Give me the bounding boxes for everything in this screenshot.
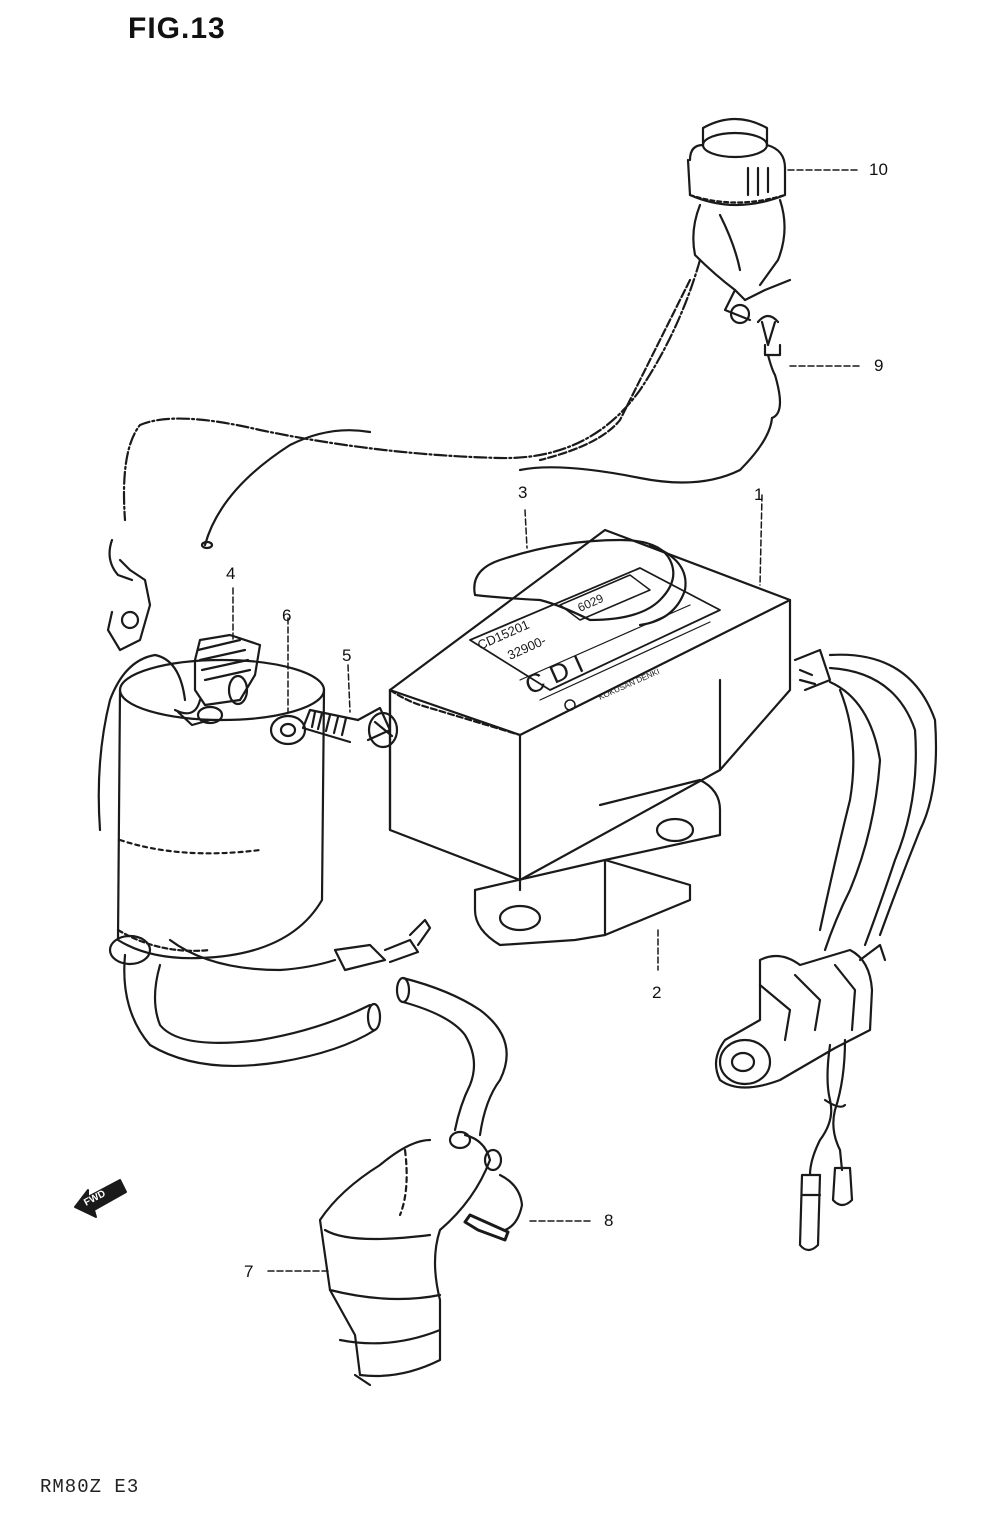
washer-icon bbox=[269, 714, 307, 746]
coil-lead-wire bbox=[168, 938, 337, 972]
kill-switch-icon bbox=[686, 118, 792, 325]
ring-terminal-icon bbox=[106, 538, 152, 652]
callout-leaders bbox=[232, 169, 861, 1272]
cdi-label-small: KOKUSAN DENKI bbox=[597, 667, 661, 702]
callout-10: 10 bbox=[869, 160, 888, 179]
callout-2: 2 bbox=[652, 983, 662, 1002]
mounting-bracket-icon bbox=[473, 778, 722, 947]
fwd-arrow-icon bbox=[74, 1179, 127, 1218]
ignition-coil-icon bbox=[97, 633, 326, 960]
callout-4: 4 bbox=[226, 564, 236, 583]
callout-9: 9 bbox=[874, 356, 884, 375]
plug-cap-spring-icon bbox=[463, 1148, 524, 1242]
rubber-band-icon bbox=[473, 538, 675, 622]
wire-harness-icon bbox=[714, 653, 938, 1252]
screw-icon bbox=[301, 706, 399, 749]
callout-7: 7 bbox=[244, 1262, 254, 1281]
fork-terminal-icon bbox=[518, 314, 782, 484]
callout-6: 6 bbox=[282, 606, 292, 625]
model-code: RM80Z E3 bbox=[40, 1476, 140, 1498]
short-wire-end bbox=[203, 429, 372, 547]
figure-title: FIG.13 bbox=[128, 12, 226, 45]
callout-3: 3 bbox=[518, 483, 528, 502]
callout-1: 1 bbox=[754, 485, 764, 504]
cdi-unit-icon bbox=[388, 528, 832, 882]
kill-switch-wire bbox=[122, 258, 702, 522]
callout-5: 5 bbox=[342, 646, 352, 665]
callout-8: 8 bbox=[604, 1211, 614, 1230]
plug-cap-icon bbox=[318, 1130, 492, 1387]
high-tension-cable bbox=[108, 934, 508, 1137]
